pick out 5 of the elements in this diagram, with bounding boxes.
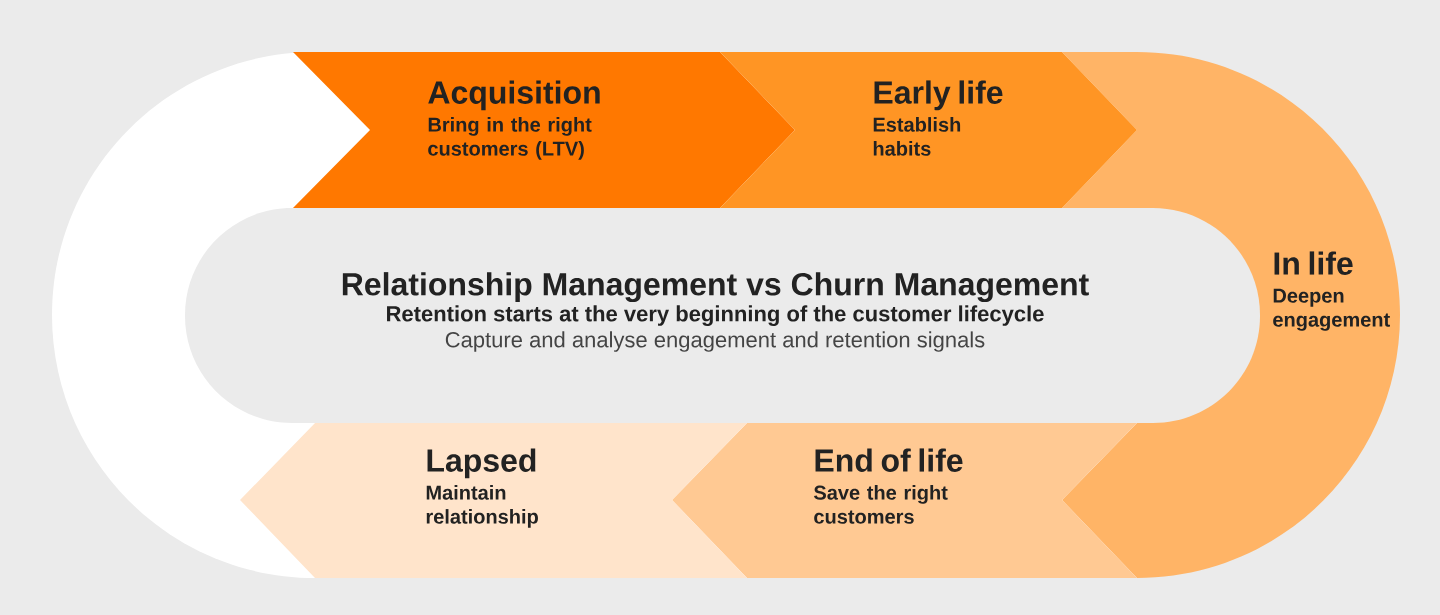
- chevron-stage: Acquisition Bring in the right customers (LTV): [293, 52, 795, 208]
- chevron-stage: End of life Save the right customers: [672, 423, 1137, 578]
- center-panel: Relationship Management vs Churn Management Retention starts at the very beginning of the customer lifecycle Capture and analyse engagement and retention signals: [185, 208, 1260, 423]
- chevron-stage: Early life Establish habits: [720, 52, 1137, 208]
- chevron-stage: Lapsed Maintain relationship: [240, 423, 747, 578]
